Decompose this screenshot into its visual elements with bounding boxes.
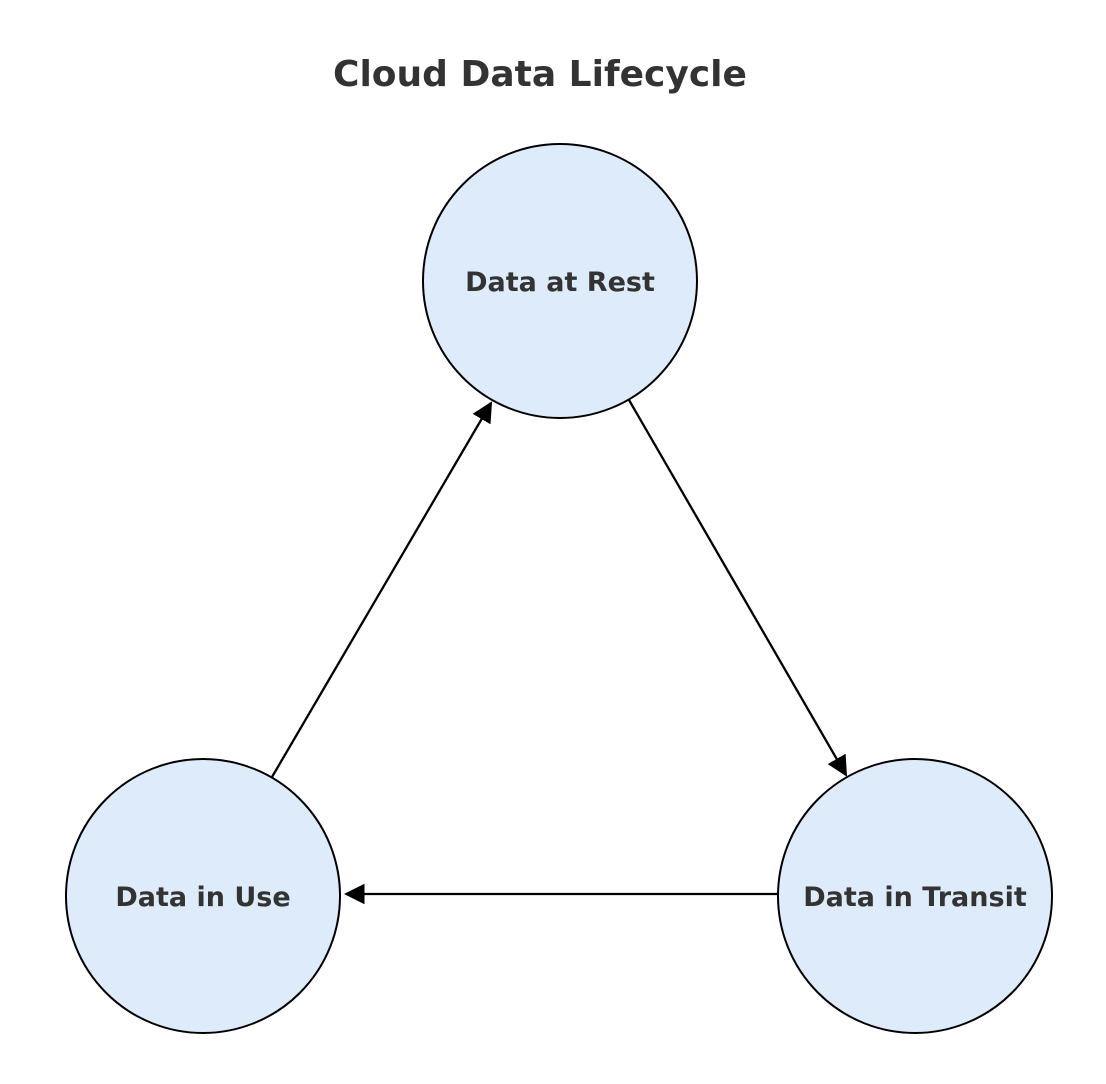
- node-data-at-rest: Data at Rest: [422, 143, 698, 419]
- edge-use-to-rest: [271, 401, 493, 778]
- diagram-title: Cloud Data Lifecycle: [333, 54, 747, 95]
- edge-rest-to-transit: [628, 399, 848, 777]
- node-data-in-transit: Data in Transit: [777, 758, 1053, 1034]
- node-data-in-use: Data in Use: [65, 758, 341, 1034]
- node-circle-data-at-rest: [422, 143, 698, 419]
- node-label-data-in-transit: Data in Transit: [803, 882, 1027, 913]
- node-label-data-in-use: Data in Use: [115, 882, 290, 913]
- edge-group: [271, 399, 848, 905]
- node-label-data-at-rest: Data at Rest: [465, 267, 655, 298]
- node-circle-data-in-transit: [777, 758, 1053, 1034]
- node-circle-data-in-use: [65, 758, 341, 1034]
